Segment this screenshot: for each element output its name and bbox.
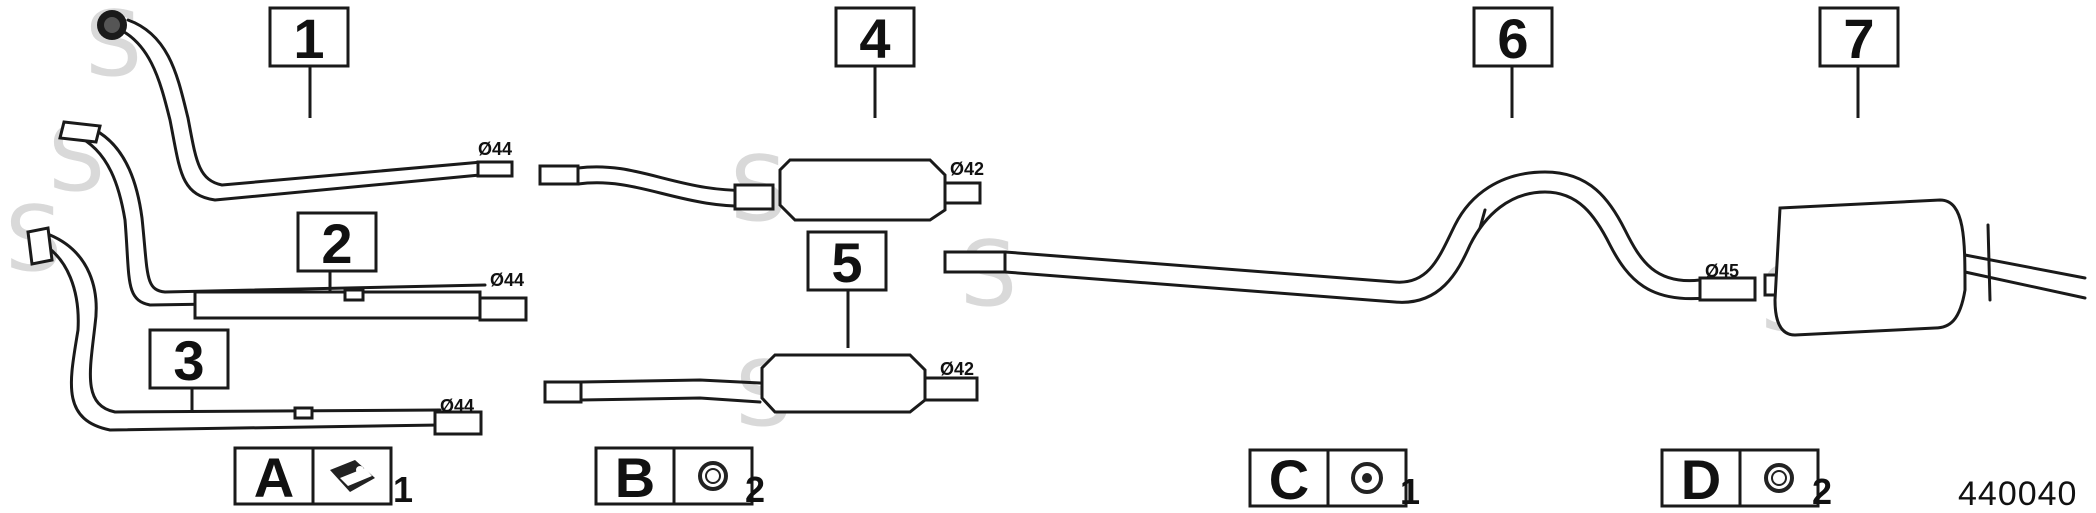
flange-icon xyxy=(58,120,102,144)
diameter-label: Ø42 xyxy=(940,359,974,379)
accessory-letter: B xyxy=(615,446,655,509)
callout-1[interactable]: 1 xyxy=(268,6,350,70)
watermark: S xyxy=(960,222,1017,327)
rubber-ring-icon xyxy=(698,461,728,491)
part-4-center-silencer[interactable]: Ø42 xyxy=(538,158,984,222)
part-3-front-pipe[interactable]: Ø44 xyxy=(26,226,483,436)
callout-number: 5 xyxy=(831,231,862,294)
reference-number: 440040 xyxy=(1958,475,2077,513)
callout-3[interactable]: 3 xyxy=(148,328,230,392)
accessory-b[interactable]: B 2 xyxy=(594,446,765,510)
part-1-front-pipe[interactable]: Ø44 xyxy=(97,10,514,202)
accessory-letter: D xyxy=(1681,448,1721,511)
callout-2[interactable]: 2 xyxy=(296,211,378,275)
diameter-label: Ø42 xyxy=(950,159,984,179)
part-7-rear-silencer[interactable] xyxy=(1763,198,2087,337)
accessory-quantity: 2 xyxy=(745,469,765,510)
part-5-center-silencer[interactable]: Ø42 xyxy=(543,353,979,414)
accessory-quantity: 1 xyxy=(393,469,413,510)
callout-leaders xyxy=(190,64,1860,410)
accessory-quantity: 2 xyxy=(1812,471,1832,512)
diameter-label: Ø45 xyxy=(1705,261,1739,281)
callout-6[interactable]: 6 xyxy=(1472,6,1554,70)
callout-number: 7 xyxy=(1843,7,1874,70)
accessory-d[interactable]: D 2 xyxy=(1660,448,1832,512)
clamp-icon xyxy=(330,460,375,492)
callout-4[interactable]: 4 xyxy=(834,6,916,70)
callout-7[interactable]: 7 xyxy=(1818,6,1900,70)
callout-number: 3 xyxy=(173,329,204,392)
accessory-quantity: 1 xyxy=(1400,471,1420,512)
part-6-intermediate-pipe[interactable]: Ø45 xyxy=(943,170,1757,304)
accessory-c[interactable]: C 1 xyxy=(1248,448,1420,512)
callout-number: 6 xyxy=(1497,7,1528,70)
callout-number: 1 xyxy=(293,7,324,70)
rubber-ring-icon xyxy=(1764,463,1794,493)
accessory-letter: A xyxy=(254,446,294,509)
accessory-a[interactable]: A 1 xyxy=(233,446,413,510)
accessory-letter: C xyxy=(1269,448,1309,511)
callout-5[interactable]: 5 xyxy=(806,230,888,294)
diameter-label: Ø44 xyxy=(490,270,524,290)
flange-icon xyxy=(26,226,54,266)
diameter-label: Ø44 xyxy=(440,396,474,416)
callout-number: 4 xyxy=(859,7,890,70)
hanger-mount-icon xyxy=(1351,462,1383,494)
callout-number: 2 xyxy=(321,212,352,275)
part-2-front-pipe[interactable]: Ø44 xyxy=(58,120,528,322)
diameter-label: Ø44 xyxy=(478,139,512,159)
